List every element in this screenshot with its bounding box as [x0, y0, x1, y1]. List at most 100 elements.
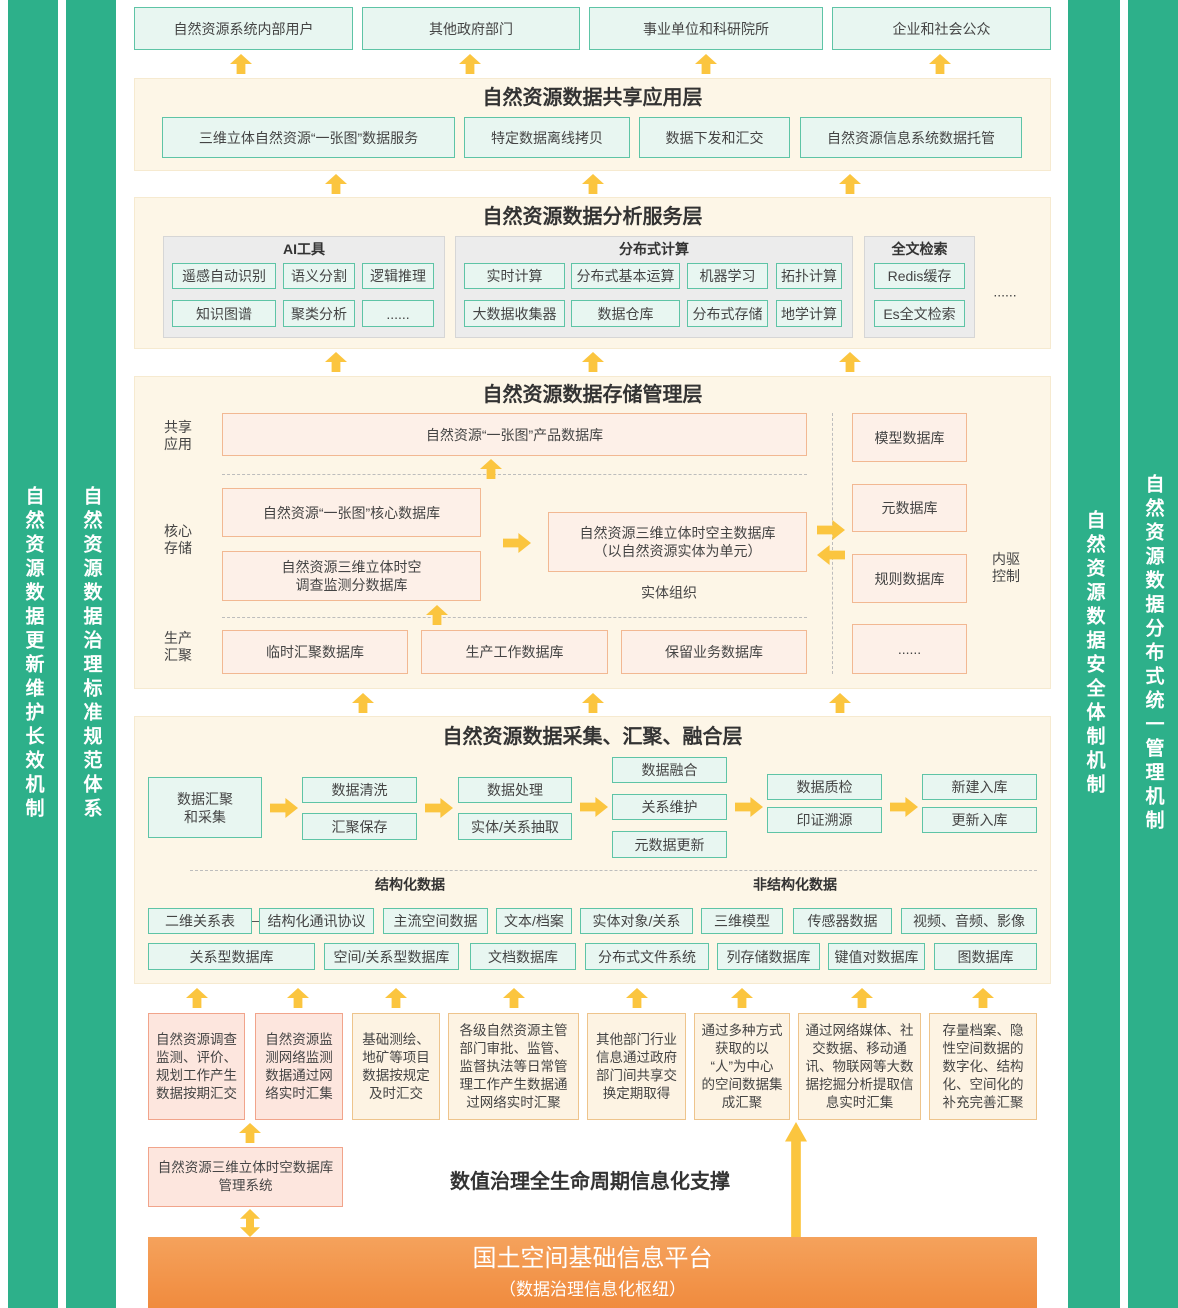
storing-box: 更新入库: [922, 807, 1037, 833]
data-type-box: 文本/档案: [496, 908, 572, 934]
up-arrow: [695, 54, 717, 74]
spatial-information-platform: 国土空间基础信息平台 （数据治理信息化枢纽）: [148, 1237, 1037, 1308]
up-arrow: [972, 988, 994, 1008]
database-type-box: 图数据库: [934, 943, 1037, 970]
data-source-box: 自然资源调查 监测、评价、 规划工作产生 数据按期汇交: [148, 1013, 245, 1120]
data-type-box: 三维模型: [701, 908, 783, 934]
master-database: 自然资源三维立体时空主数据库 （以自然资源实体为单元）: [548, 512, 807, 572]
up-arrow: [503, 988, 525, 1008]
data-type-box: 传感器数据: [793, 908, 892, 934]
up-arrow: [385, 988, 407, 1008]
sharing-service-box: 数据下发和汇交: [639, 117, 790, 158]
dotted-divider: [222, 617, 807, 618]
data-source-box: 通过网络媒体、社 交数据、移动通 讯、物联网等大数 据挖掘分析提取信 息实时汇集: [798, 1013, 921, 1120]
data-type-box: 二维关系表: [148, 908, 252, 934]
row-label-core: 核心 存储: [164, 523, 192, 556]
sharing-service-box: 三维立体自然资源“一张图”数据服务: [162, 117, 455, 158]
up-arrow: [186, 988, 208, 1008]
support-text: 数值治理全生命周期信息化支撑: [450, 1171, 730, 1193]
mechanism-bar-security: 自然资源数据安全体制机制: [1068, 0, 1120, 1308]
data-source-box: 各级自然资源主管 部门审批、监管、 监督执法等日常管 理工作产生数据通 过网络实…: [448, 1013, 579, 1120]
database-type-box: 文档数据库: [470, 943, 576, 970]
up-arrow: [829, 693, 851, 713]
sharing-service-box: 自然资源信息系统数据托管: [800, 117, 1022, 158]
production-database: 生产工作数据库: [421, 630, 608, 674]
data-type-box: 实体对象/关系: [580, 908, 693, 934]
control-database: 模型数据库: [852, 413, 967, 462]
storing-box: 新建入库: [922, 774, 1037, 800]
platform-subtitle: （数据治理信息化枢纽）: [499, 1280, 686, 1299]
database-type-box: 分布式文件系统: [585, 943, 709, 970]
up-arrow: [851, 988, 873, 1008]
database-type-box: 关系型数据库: [148, 943, 315, 970]
up-arrow: [582, 693, 604, 713]
data-type-box: 视频、音频、影像: [901, 908, 1037, 934]
up-arrow: [839, 352, 861, 372]
quality-box: 数据质检: [767, 774, 882, 800]
processing-box: 实体/关系抽取: [458, 813, 572, 840]
long-up-arrow: [785, 1122, 807, 1237]
ai-tool-box: 语义分割: [283, 263, 355, 289]
mechanism-bar-label: 自然资源数据更新维护长效机制: [22, 486, 44, 822]
sharing-layer-title: 自然资源数据共享应用层: [482, 87, 703, 109]
database-type-box: 键值对数据库: [828, 943, 925, 970]
entity-organization-label: 实体组织: [641, 584, 697, 601]
production-database: 保留业务数据库: [621, 630, 807, 674]
user-box: 事业单位和科研院所: [589, 7, 823, 50]
mechanism-bar-label: 自然资源数据治理标准规范体系: [80, 486, 102, 822]
sharing-service-box: 特定数据离线拷贝: [464, 117, 630, 158]
group-title: 全文检索: [891, 241, 948, 257]
control-database: ......: [852, 624, 967, 674]
survey-database: 自然资源三维立体时空 调查监测分数据库: [222, 551, 481, 601]
up-arrow: [839, 174, 861, 194]
user-box: 其他政府部门: [362, 7, 580, 50]
cleaning-box: 数据清洗: [302, 777, 417, 803]
ai-tool-box: 逻辑推理: [362, 263, 434, 289]
processing-box: 数据处理: [458, 777, 572, 803]
structured-data-label: 结构化数据: [375, 876, 445, 893]
database-type-box: 列存储数据库: [717, 943, 820, 970]
fusion-box: 关系维护: [612, 794, 727, 820]
database-management-system: 自然资源三维立体时空数据库 管理系统: [148, 1147, 343, 1207]
data-source-box: 通过多种方式 获取的以 “人”为中心 的空间数据集 成汇聚: [694, 1013, 790, 1120]
computing-box: 地学计算: [776, 300, 842, 327]
analysis-layer-title: 自然资源数据分析服务层: [482, 206, 703, 228]
up-arrow: [459, 54, 481, 74]
ai-tool-box: 遥感自动识别: [172, 263, 276, 289]
up-arrow: [325, 352, 347, 372]
up-arrow: [582, 352, 604, 372]
up-arrow: [582, 174, 604, 194]
up-arrow: [287, 988, 309, 1008]
dotted-divider-vertical: [832, 413, 833, 674]
dotted-divider: [190, 870, 1037, 871]
mechanism-bar-standards: 自然资源数据治理标准规范体系: [66, 0, 116, 1308]
product-database: 自然资源“一张图”产品数据库: [222, 413, 807, 456]
cleaning-box: 汇聚保存: [302, 813, 417, 840]
up-arrow: [230, 54, 252, 74]
computing-box: 数据仓库: [571, 300, 680, 327]
up-arrow: [325, 174, 347, 194]
up-arrow: [626, 988, 648, 1008]
connector-line: [252, 921, 259, 922]
mechanism-bar-management: 自然资源数据分布式统一管理机制: [1128, 0, 1178, 1308]
computing-box: 大数据收集器: [464, 300, 565, 327]
core-database: 自然资源“一张图”核心数据库: [222, 488, 481, 537]
data-source-box: 自然资源监 测网络监测 数据通过网 络实时汇集: [255, 1013, 343, 1120]
up-arrow: [731, 988, 753, 1008]
collection-layer-panel: 自然资源数据采集、汇聚、融合层: [134, 716, 1051, 984]
group-title: AI工具: [283, 241, 325, 257]
row-label-production: 生产 汇聚: [164, 630, 192, 663]
gather-box: 数据汇聚 和采集: [148, 777, 262, 838]
search-box: Redis缓存: [874, 263, 965, 289]
fusion-box: 元数据更新: [612, 831, 727, 858]
ai-tool-box: 聚类分析: [283, 300, 355, 327]
storage-layer-title: 自然资源数据存储管理层: [482, 384, 703, 406]
data-type-box: 结构化通讯协议: [259, 908, 374, 934]
mechanism-bar-label: 自然资源数据分布式统一管理机制: [1142, 474, 1164, 834]
computing-box: 实时计算: [464, 263, 565, 289]
search-box: Es全文检索: [874, 300, 965, 327]
data-source-box: 存量档案、隐 性空间数据的 数字化、结构 化、空间化的 补充完善汇聚: [929, 1013, 1037, 1120]
database-type-box: 空间/关系型数据库: [324, 943, 459, 970]
row-label-sharing: 共享 应用: [164, 419, 192, 452]
